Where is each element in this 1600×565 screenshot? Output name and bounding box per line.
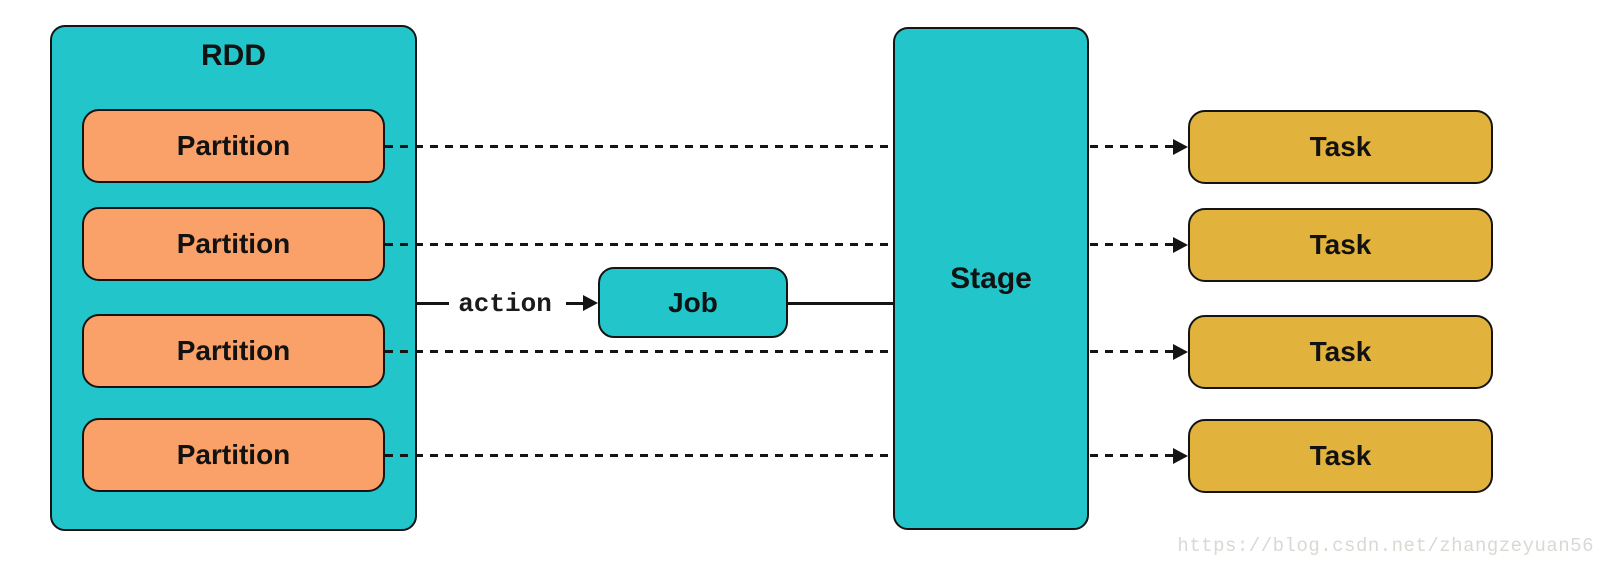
task-label: Task (1309, 229, 1372, 260)
arrow-right-icon (583, 295, 598, 311)
stage-box: Stage (893, 27, 1089, 530)
arrow-right-icon (1173, 139, 1188, 155)
rdd-label: RDD (201, 39, 266, 72)
partition-to-stage-dashed-line (385, 454, 893, 457)
task-box: Task (1188, 110, 1493, 184)
job-label: Job (668, 286, 718, 318)
partition-to-stage-dashed-line (385, 145, 893, 148)
partition-box: Partition (82, 314, 385, 388)
job-to-stage-line (788, 302, 893, 305)
partition-box: Partition (82, 207, 385, 281)
partition-box: Partition (82, 109, 385, 183)
stage-to-task-dashed-line (1090, 145, 1174, 148)
partition-label: Partition (176, 228, 291, 259)
task-box: Task (1188, 315, 1493, 389)
partition-label: Partition (176, 439, 291, 470)
arrow-right-icon (1173, 448, 1188, 464)
arrow-right-icon (1173, 344, 1188, 360)
task-label: Task (1309, 131, 1372, 162)
stage-to-task-dashed-line (1090, 243, 1174, 246)
action-label: action (458, 289, 552, 319)
rdd-to-action-line (417, 302, 449, 305)
partition-box: Partition (82, 418, 385, 492)
arrow-right-icon (1173, 237, 1188, 253)
partition-label: Partition (176, 335, 291, 366)
stage-to-task-dashed-line (1090, 350, 1174, 353)
stage-label: Stage (950, 261, 1032, 295)
task-label: Task (1309, 440, 1372, 471)
rdd-box: RDD Partition Partition Partition Partit… (50, 25, 417, 531)
task-box: Task (1188, 419, 1493, 493)
action-arrow-tail (566, 302, 584, 305)
job-box: Job (598, 267, 788, 338)
partition-to-stage-dashed-line (385, 243, 893, 246)
partition-label: Partition (176, 130, 291, 161)
stage-to-task-dashed-line (1090, 454, 1174, 457)
partition-to-stage-dashed-line (385, 350, 893, 353)
watermark-text: https://blog.csdn.net/zhangzeyuan56 (1177, 535, 1594, 557)
task-label: Task (1309, 336, 1372, 367)
task-box: Task (1188, 208, 1493, 282)
